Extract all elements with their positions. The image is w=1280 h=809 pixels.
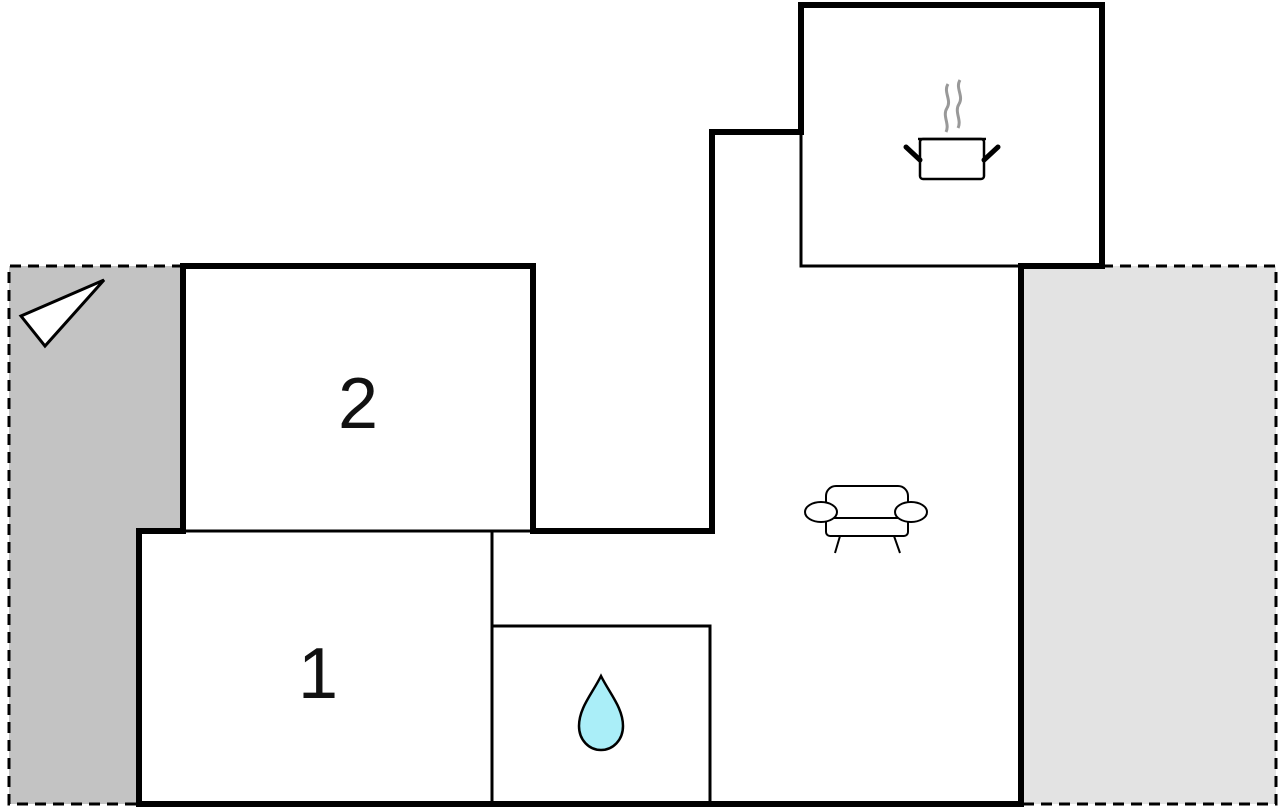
room-label-bedroom-2: 2 <box>338 364 378 444</box>
sofa-leg-left <box>834 535 841 554</box>
pot-body <box>918 137 986 181</box>
steam-line-left <box>943 83 951 133</box>
cooking-pot-icon <box>903 79 1001 181</box>
sofa-seat <box>825 517 909 537</box>
terrace-left-outline <box>7 264 183 806</box>
sofa-arm-left <box>804 501 838 523</box>
steam-line-right <box>955 79 963 129</box>
terrace-right-outline <box>1021 264 1278 806</box>
terrace-right-fill <box>1021 266 1276 804</box>
sofa-leg-right <box>893 535 901 554</box>
water-drop-icon <box>577 673 625 752</box>
north-arrow-icon <box>18 278 106 349</box>
sofa-arm-right <box>894 501 928 523</box>
room-fills <box>139 5 1102 804</box>
room-label-bedroom-1: 1 <box>298 634 338 714</box>
pot-handle-left <box>903 144 923 163</box>
pot-handle-right <box>981 144 1001 163</box>
wall-kitchen <box>799 132 1021 268</box>
interior-walls <box>183 132 1021 804</box>
wall-bathroom <box>492 624 712 804</box>
sofa-icon <box>804 485 928 554</box>
terrace-right <box>1021 264 1278 806</box>
exterior-walls <box>136 2 1105 807</box>
